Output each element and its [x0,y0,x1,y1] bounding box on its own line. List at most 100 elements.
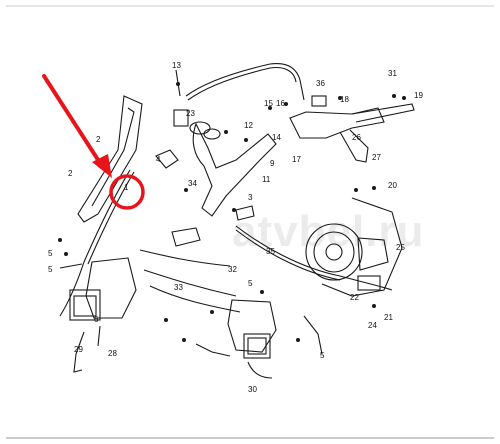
front-right-caliper [227,299,277,353]
callout-34: 34 [188,179,197,188]
part-22-pad [357,275,381,291]
callout-36: 36 [316,79,325,88]
part-29-pin [73,331,85,373]
bolt [182,338,186,342]
pedal-bracket-inner [91,107,135,207]
callout-2-upper: 2 [96,135,101,144]
callout-5c: 5 [248,279,253,288]
bolt [176,82,180,86]
callout-33: 33 [174,283,183,292]
front-left-pad-inner [73,295,97,317]
callout-31: 31 [388,69,397,78]
callout-29: 29 [74,345,83,354]
front-right-pad-inner [247,337,267,355]
callout-28: 28 [108,349,117,358]
top-brake-line-2 [187,66,297,101]
bolt [224,130,228,134]
callout-32: 32 [228,265,237,274]
part-28-bolt [97,325,101,347]
fitting-5d [303,315,323,355]
bolt [64,252,68,256]
line-32 [139,249,231,267]
handlebar-master-cylinder [289,107,385,139]
line-33 [143,269,237,297]
callout-5d: 5 [320,351,325,360]
callout-15: 15 [264,99,273,108]
fitting-32 [171,227,201,247]
bolt [296,338,300,342]
callout-14: 14 [272,133,281,142]
bolt [260,290,264,294]
callout-4: 4 [156,155,161,164]
callout-9: 9 [270,159,275,168]
part-27-bracket [339,129,369,163]
fitting-4 [155,149,179,169]
callout-labels: 1 2 2 3 4 5 5 5 5 6 9 11 12 13 14 15 16 … [48,61,423,394]
bolt [392,94,396,98]
fitting-3 [235,205,255,221]
callout-23: 23 [186,109,195,118]
red-arrow-head [92,154,112,178]
callout-18: 18 [340,95,349,104]
callout-24: 24 [368,321,377,330]
callout-16: 16 [276,99,285,108]
callout-30: 30 [248,385,257,394]
rear-caliper-bracket [321,197,403,297]
callout-1: 1 [124,183,129,192]
callout-13: 13 [172,61,181,70]
bolt [184,188,188,192]
brake-lever [351,103,415,123]
callout-17: 17 [292,155,301,164]
master-cylinder-body [192,122,277,217]
callout-27: 27 [372,153,381,162]
front-left-caliper [85,257,137,319]
callout-26: 26 [352,133,361,142]
part-23-block [173,109,189,127]
bolt [164,318,168,322]
callout-5a: 5 [48,249,53,258]
front-left-pad [69,289,101,321]
bolt [354,188,358,192]
callout-5b: 5 [48,265,53,274]
callout-12: 12 [244,121,253,130]
bolt [210,310,214,314]
line-art [59,62,415,379]
part-1-bolt-lower [195,343,231,357]
callout-35: 35 [266,247,275,256]
bolt [372,304,376,308]
callout-21: 21 [384,313,393,322]
rear-disc-hub [325,243,343,261]
highlight [42,74,145,210]
pedal-bracket [77,95,143,223]
bolt [402,96,406,100]
bolt [232,208,236,212]
part-25-caliper [357,237,389,271]
rear-disc [305,223,363,281]
callout-20: 20 [388,181,397,190]
front-hose-left-b [87,171,135,265]
top-brake-line [185,62,305,101]
bolt [338,96,342,100]
fasteners [58,82,406,342]
reservoir-cap [189,121,211,135]
bolt [244,138,248,142]
callout-6: 6 [94,315,99,324]
reservoir-cap-2 [203,128,221,140]
bolt [284,102,288,106]
rear-hose-35 [235,225,393,291]
line-33-b [149,285,241,313]
bolt [372,186,376,190]
callout-22: 22 [350,293,359,302]
callout-2-lower: 2 [68,169,73,178]
bolt [268,106,272,110]
front-right-pad [243,333,271,359]
rear-disc-inner [313,231,355,273]
rear-hose-35-b [235,229,341,281]
fitting-5a [59,263,83,269]
callout-3: 3 [248,193,253,202]
part-30-line [247,361,273,379]
part-36-cap [311,95,327,107]
callout-19: 19 [414,91,423,100]
callout-11: 11 [262,175,271,184]
